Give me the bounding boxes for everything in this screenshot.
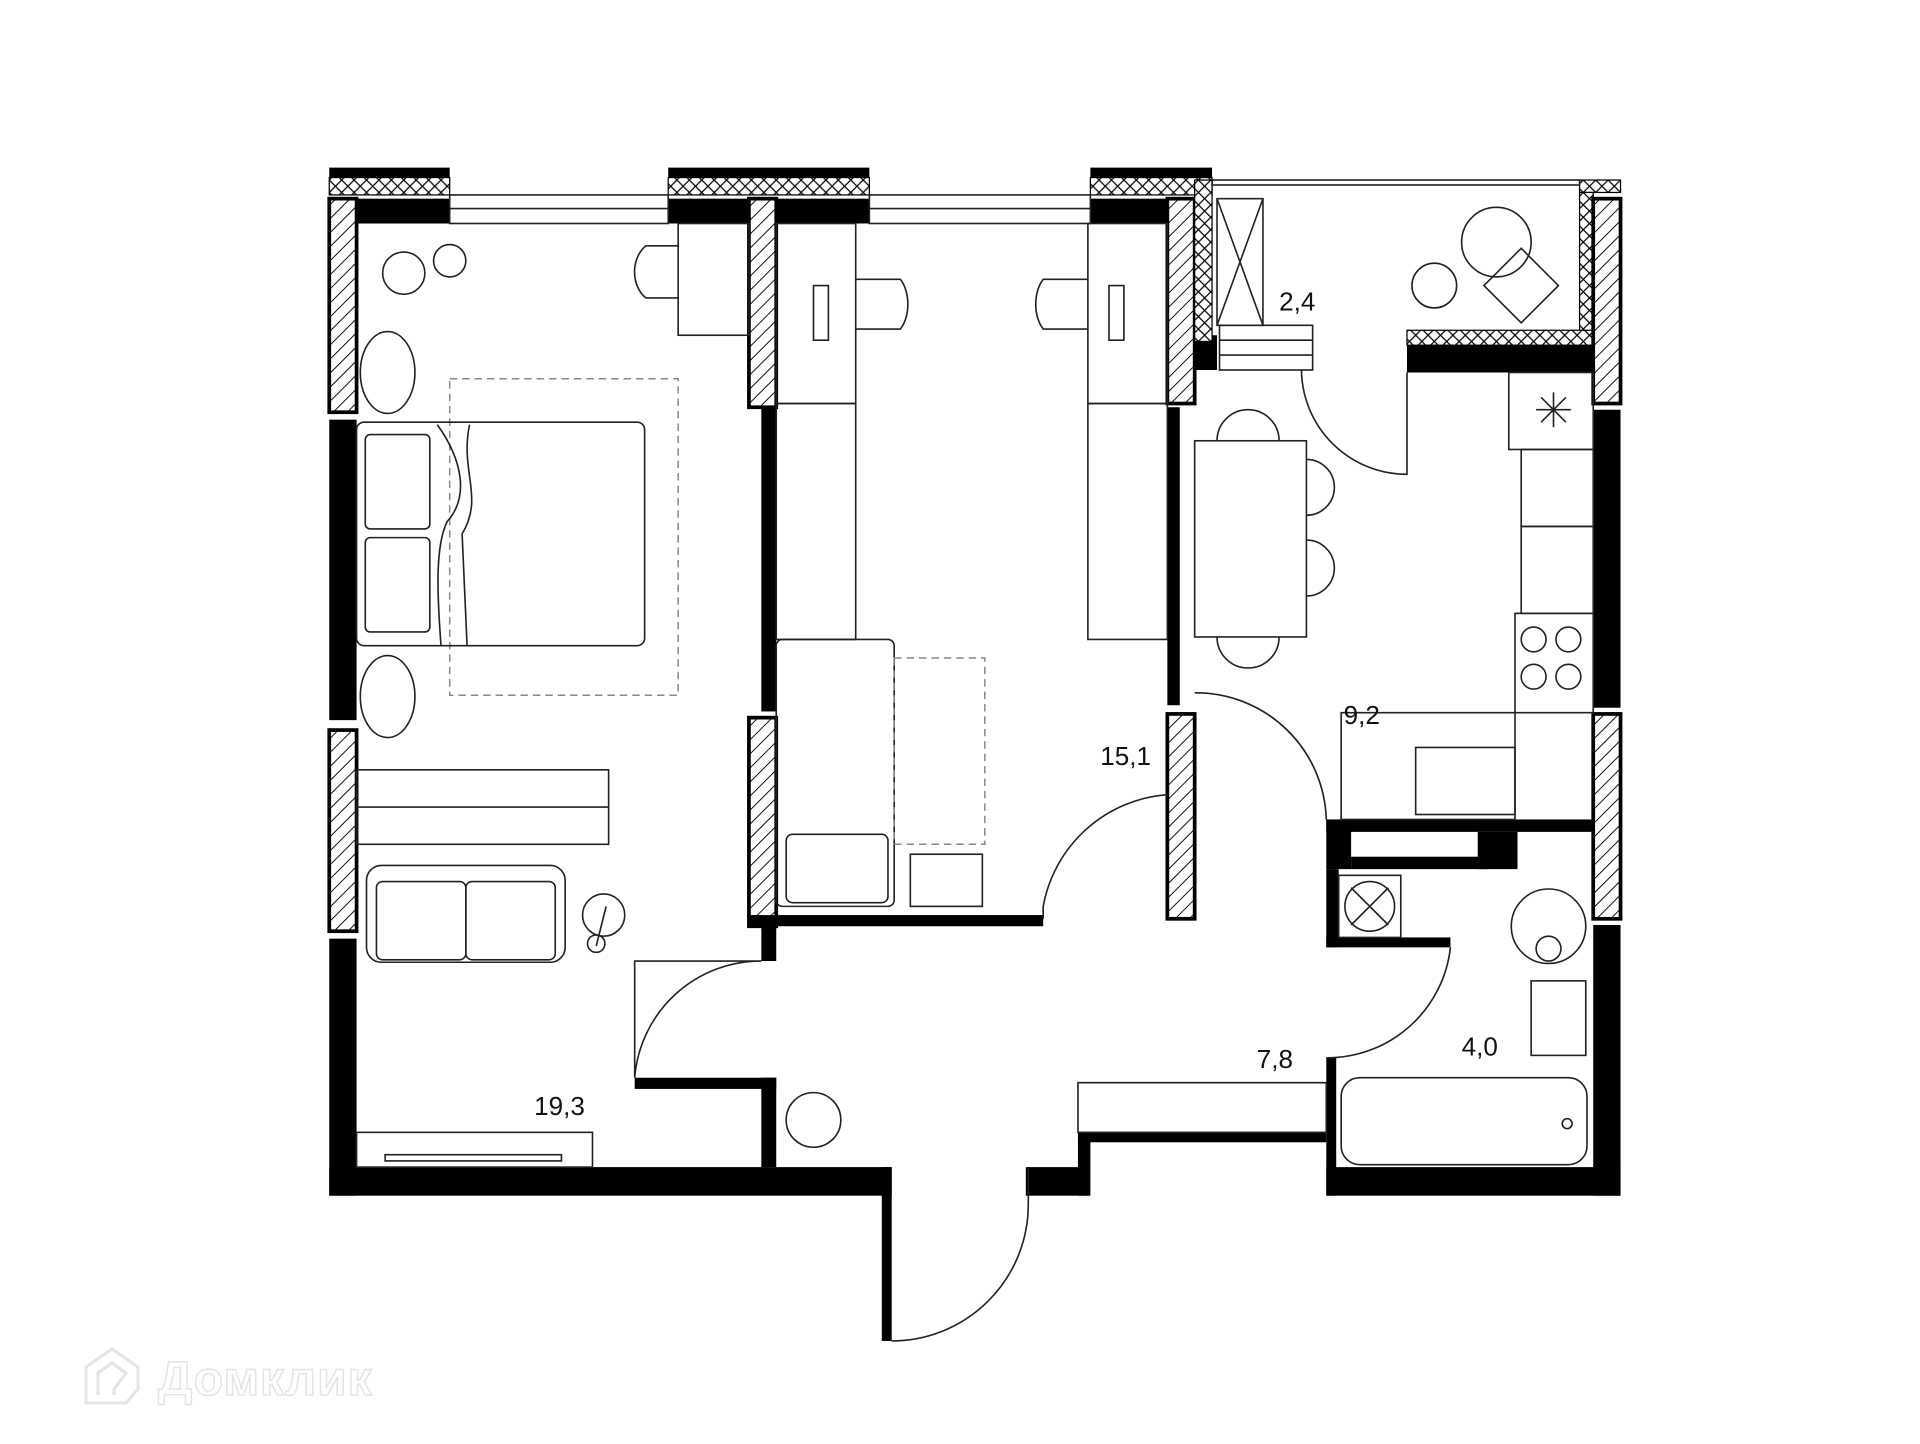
doors	[633, 369, 1452, 1342]
furniture	[355, 206, 1595, 1168]
area-label-bathroom: 4,0	[1462, 1031, 1498, 1061]
watermark-text: Домклик	[157, 1352, 373, 1407]
area-label-bedroom-small: 15,1	[1100, 741, 1151, 771]
area-label-kitchen: 9,2	[1344, 700, 1380, 730]
area-label-balcony: 2,4	[1279, 286, 1315, 316]
area-label-hallway: 7,8	[1257, 1044, 1293, 1074]
house-logo-icon	[84, 1347, 140, 1405]
walls	[327, 167, 1623, 1341]
area-label-bedroom-large: 19,3	[534, 1091, 585, 1121]
